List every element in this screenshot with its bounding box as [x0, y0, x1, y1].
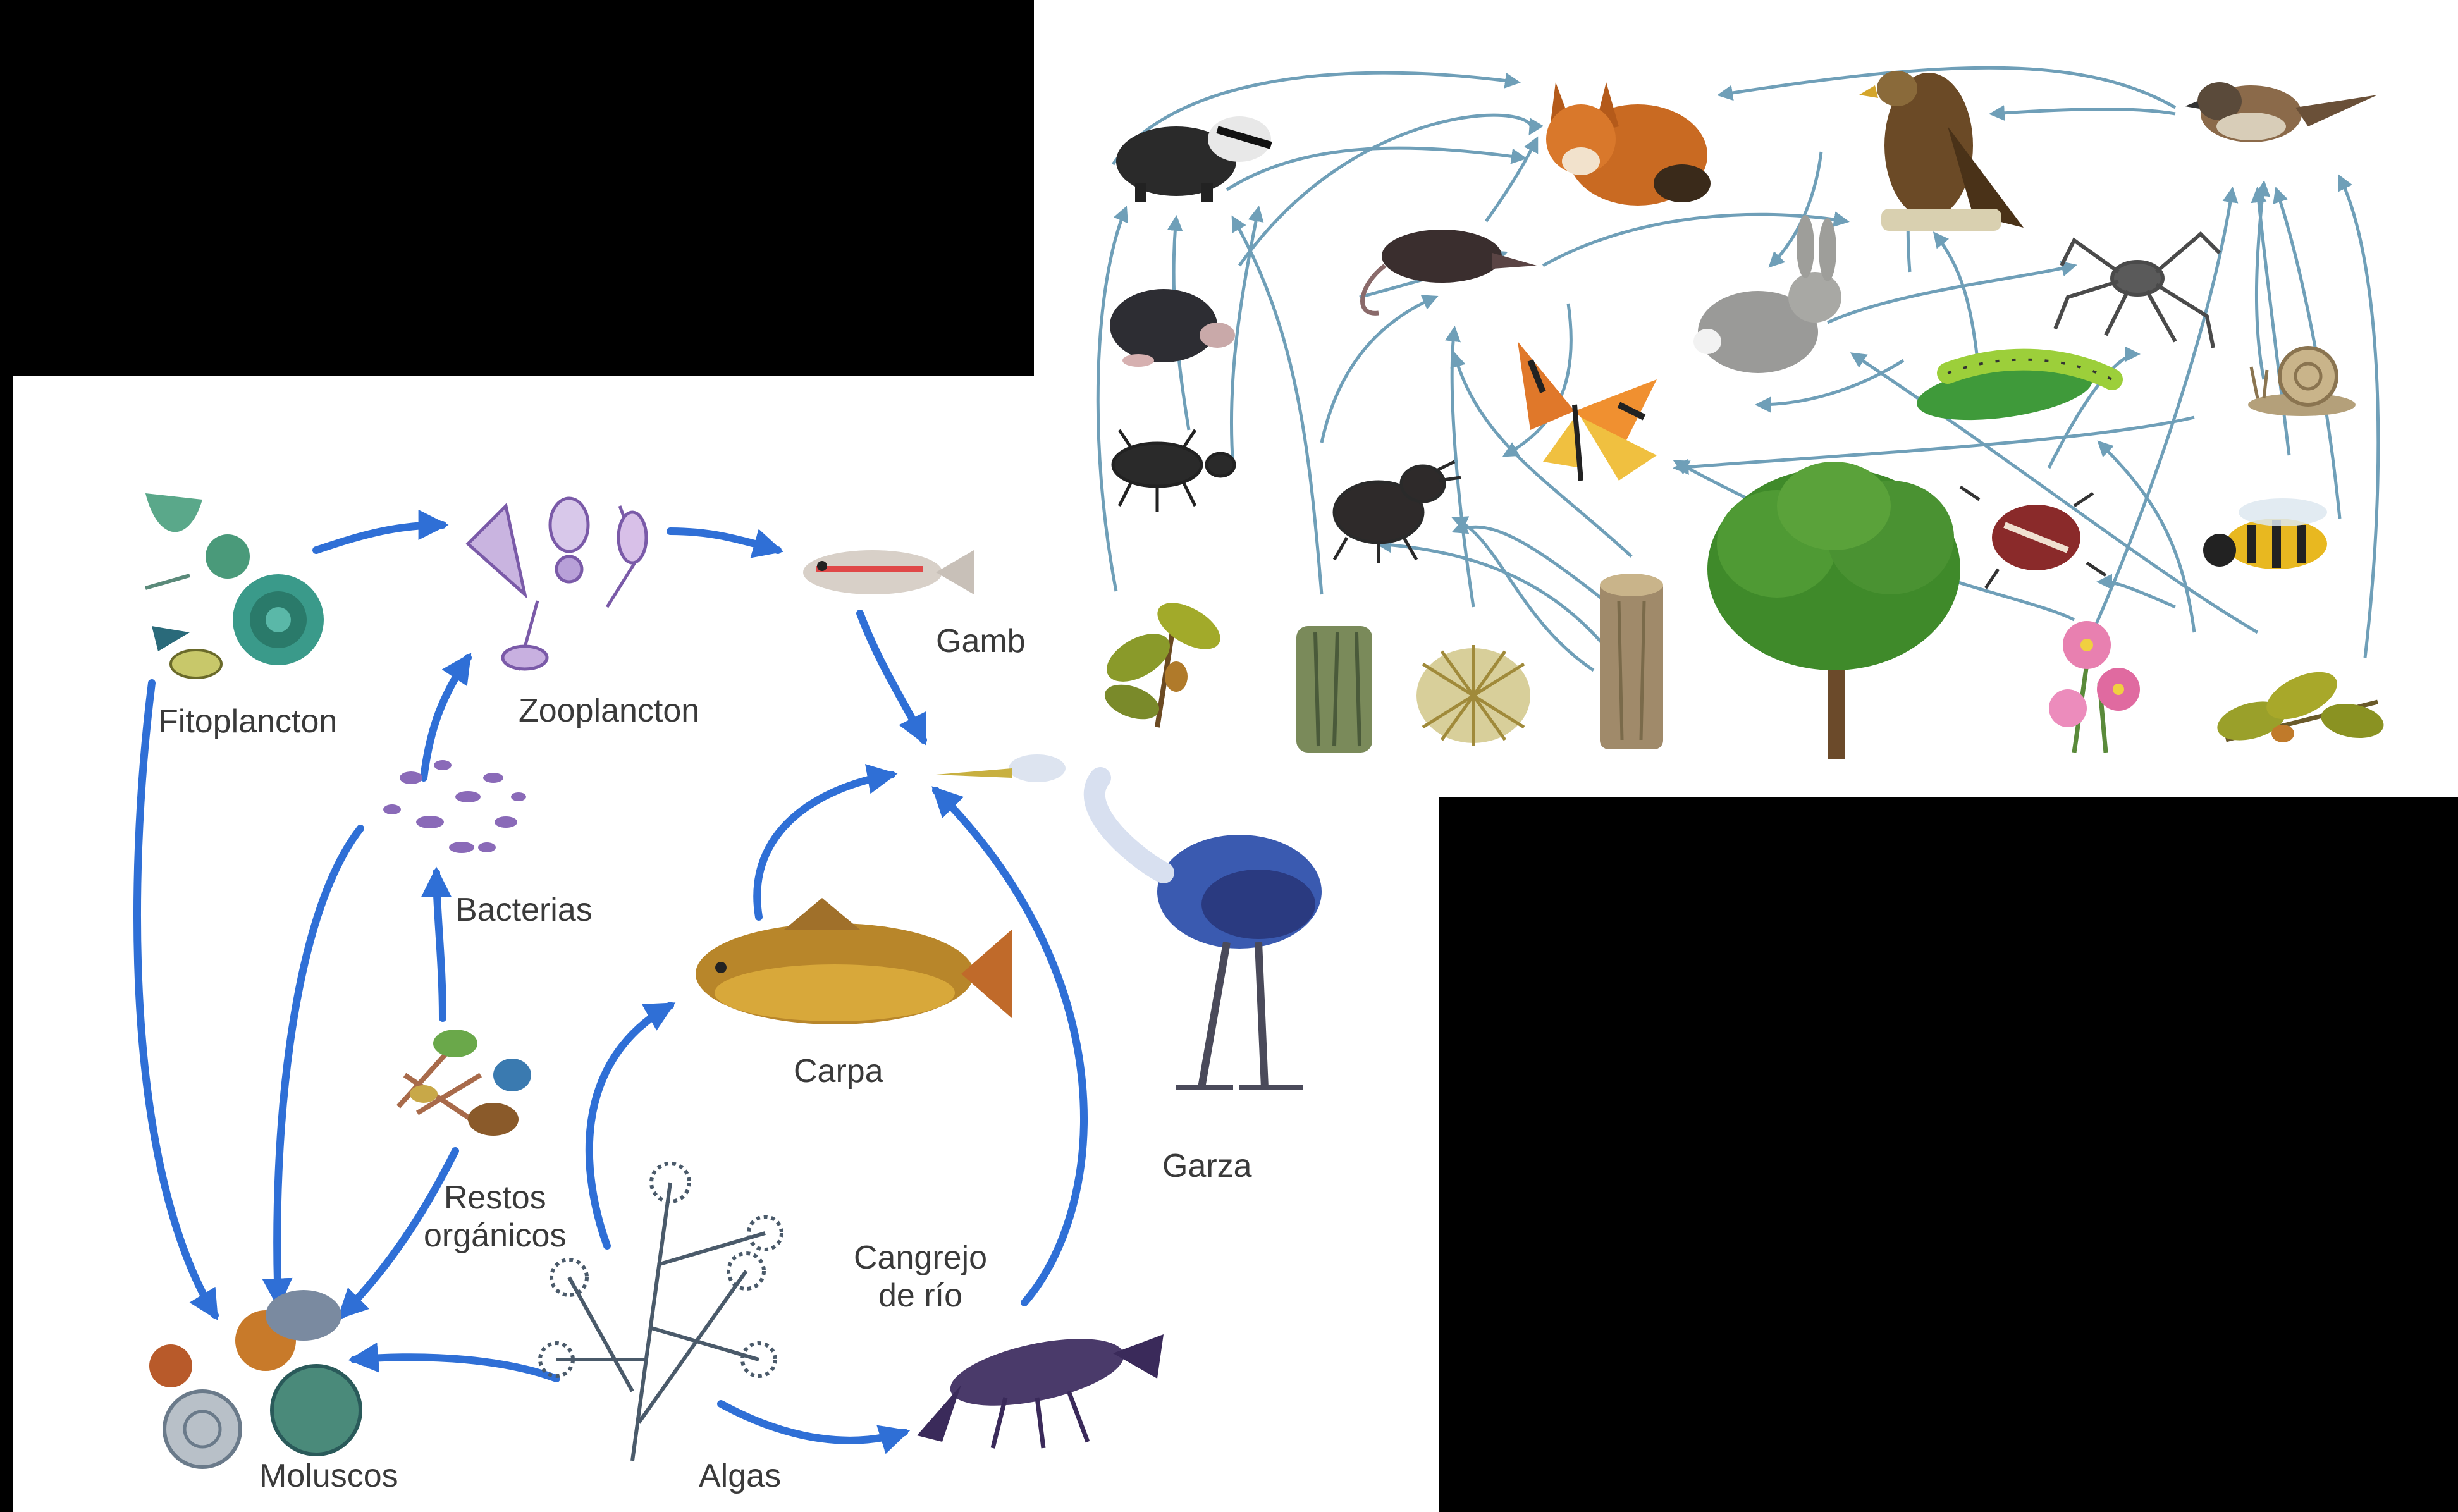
heron-icon [936, 754, 1322, 1088]
sparrow-icon [2185, 82, 2378, 142]
rabbit-icon [1693, 215, 1841, 373]
label-algas: Algas [699, 1458, 781, 1496]
label-garza: Garza [1162, 1148, 1252, 1186]
snails-icon [149, 1290, 360, 1467]
shrimp-fish-icon [803, 550, 974, 594]
bacteria-icon [383, 760, 526, 853]
roots-icon [1416, 645, 1530, 746]
mole-icon [1110, 289, 1235, 367]
stag-beetle-icon [1334, 462, 1461, 563]
label-carpa: Carpa [794, 1053, 883, 1091]
phytoplankton-icon [145, 493, 324, 678]
tree-stump-icon [1600, 574, 1663, 749]
snail-icon [2248, 348, 2356, 416]
shield-bug-icon [1960, 487, 2106, 588]
butterfly-icon [1518, 341, 1657, 481]
label-zooplancton: Zooplancton [519, 692, 699, 730]
tree-icon [1707, 462, 1960, 759]
zooplankton-icon [468, 498, 646, 670]
wasp-icon [2203, 498, 2327, 569]
fox-icon [1546, 82, 1711, 206]
carp-icon [696, 898, 1012, 1024]
label-fitoplancton: Fitoplancton [158, 703, 337, 741]
label-bacterias: Bacterias [455, 892, 593, 930]
label-cangrejo-de-rio: Cangrejo de río [854, 1239, 987, 1315]
label-moluscos: Moluscos [259, 1458, 398, 1496]
eagle-icon [1859, 71, 2024, 231]
bark-log-icon [1296, 626, 1372, 753]
spider-icon [2055, 234, 2220, 348]
badger-icon [1116, 116, 1271, 202]
shrew-icon [1363, 230, 1537, 313]
shrub-leaves-icon [2213, 662, 2387, 747]
label-gamba: Gamb [936, 623, 1026, 661]
label-restos-organicos: Restos orgánicos [424, 1179, 566, 1255]
flowers-icon [2049, 621, 2140, 753]
crayfish-icon [917, 1326, 1164, 1448]
organic-debris-icon [398, 1030, 531, 1136]
caterpillar-icon [1914, 355, 2112, 429]
ground-beetle-icon [1113, 430, 1234, 512]
acorn-oak-leaves-icon [1098, 593, 1227, 727]
